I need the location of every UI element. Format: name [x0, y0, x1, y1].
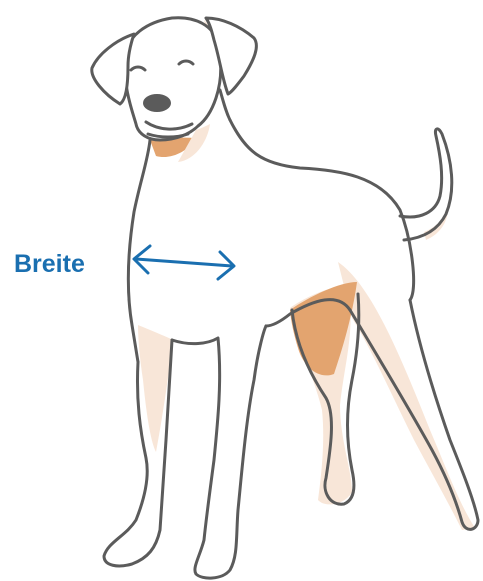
near-front-leg	[172, 326, 266, 578]
nose	[143, 94, 171, 112]
width-measurement: Breite	[14, 246, 234, 279]
head	[124, 18, 221, 140]
measurement-label: Breite	[14, 250, 85, 278]
double-headed-arrow-shaft	[136, 259, 232, 266]
thigh-dark-shading	[290, 282, 357, 375]
